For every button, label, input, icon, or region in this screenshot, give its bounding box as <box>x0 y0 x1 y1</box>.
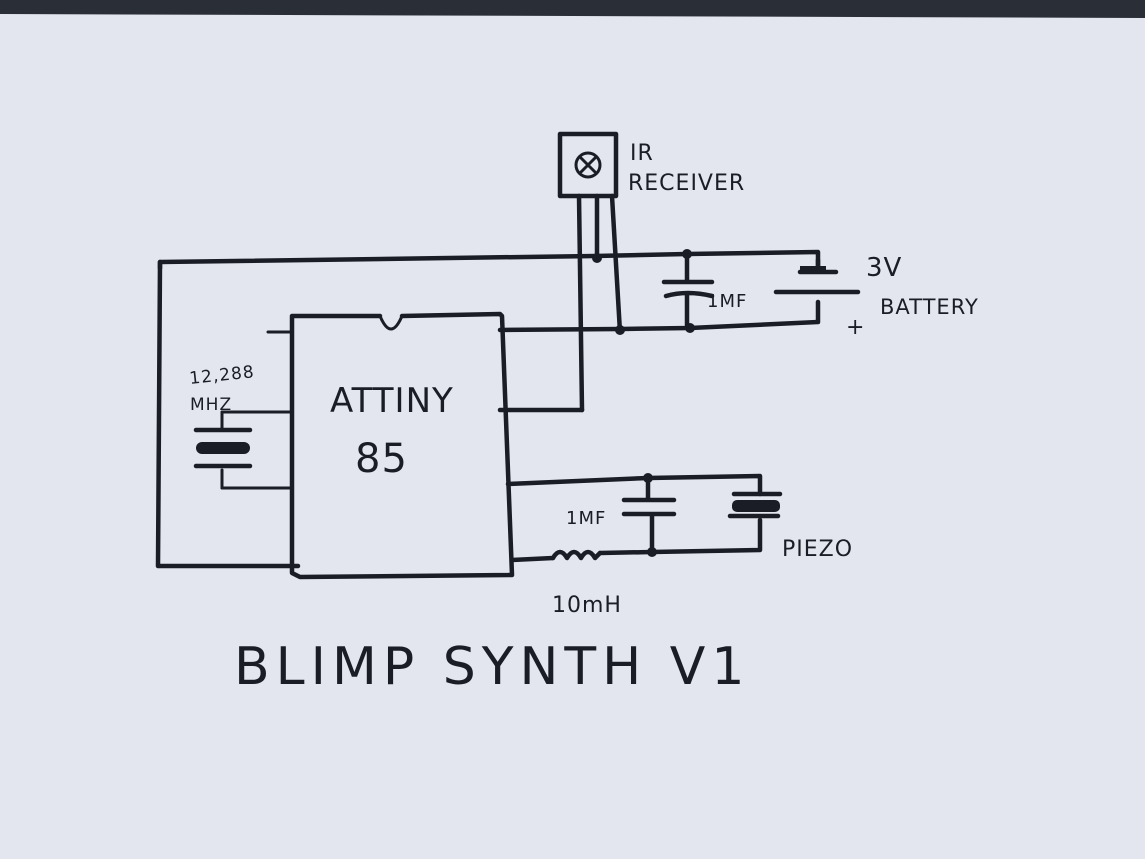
junction-dot <box>685 323 695 333</box>
audio-out-wire <box>505 473 763 497</box>
battery-voltage-label: 3V <box>866 253 902 283</box>
junction-dot <box>682 249 692 259</box>
junction-dot <box>647 547 657 557</box>
piezo-return-wire <box>597 517 763 556</box>
junction-dot <box>592 253 602 263</box>
power-capacitor <box>661 251 715 331</box>
schematic-title: BLIMP SYNTH V1 <box>234 637 750 697</box>
ir-receiver <box>557 131 619 199</box>
ir-receiver-label-line1: IR <box>630 141 654 166</box>
chip-label-line2: 85 <box>355 436 408 482</box>
inductor-coil <box>550 549 603 561</box>
ir-receiver-label-line2: RECEIVER <box>628 171 745 196</box>
battery-label: BATTERY <box>880 295 979 319</box>
output-capacitor-label: 1MF <box>566 508 606 529</box>
output-capacitor <box>621 475 677 555</box>
piezo-label: PIEZO <box>782 537 853 562</box>
left-loop-wire <box>155 259 301 569</box>
junction-dot <box>615 325 625 335</box>
inductor-label: 10mH <box>552 593 622 618</box>
ir-pin-1 <box>576 193 585 413</box>
piezo-element <box>727 491 783 519</box>
battery-plus-label: + <box>846 315 865 340</box>
ir-receiver-lens-icon <box>574 151 602 179</box>
paper-sheet <box>0 14 1145 859</box>
chip-label-line1: ATTINY <box>330 381 454 421</box>
crystal-oscillator <box>193 427 253 469</box>
audio-return-wire <box>509 555 556 563</box>
ir-pin-3 <box>609 193 623 335</box>
junction-dot <box>643 473 653 483</box>
chip-notch <box>378 314 404 331</box>
attiny85-chip <box>289 311 515 580</box>
crystal-label-line2: MHZ <box>190 395 232 415</box>
power-capacitor-label: 1MF <box>707 291 747 312</box>
